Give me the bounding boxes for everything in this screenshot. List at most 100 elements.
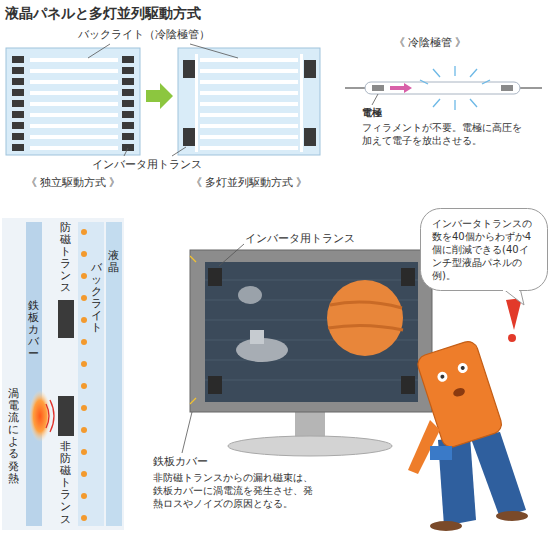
- cross-section: [81, 273, 87, 279]
- cross-section: [46, 404, 49, 428]
- mascot-character: [430, 446, 452, 460]
- parallel-panel: [183, 128, 195, 146]
- green-arrow: [146, 83, 173, 109]
- parallel-panel: [200, 102, 298, 106]
- mascot-character: [496, 511, 528, 521]
- cold-cathode-tube: [454, 100, 455, 110]
- cold-cathode-tube: [482, 80, 490, 84]
- independent-panel: [6, 48, 140, 155]
- leader-lines: [88, 44, 110, 58]
- cold-cathode-tube: [420, 66, 490, 110]
- parallel-panel: [195, 54, 198, 152]
- independent-panel: [6, 48, 140, 155]
- bubble-tail: [503, 289, 519, 291]
- mascot-character: [452, 387, 466, 398]
- parallel-panel: [200, 80, 298, 84]
- cold-cathode-tube: [420, 80, 428, 84]
- independent-panel: [30, 58, 118, 62]
- leader-lines: [219, 244, 244, 266]
- cross-section: [46, 400, 54, 432]
- mascot-character: [430, 521, 462, 531]
- cross-section: [81, 383, 87, 389]
- parallel-panel: [200, 91, 298, 95]
- leader-lines: [172, 147, 186, 156]
- parallel-panel: [200, 146, 298, 150]
- independent-panel: [12, 56, 24, 152]
- mascot-character: [456, 362, 469, 375]
- speech-bubble: インバータトランスの数を40個からわずか4個に削減できる(40インチ型液晶パネル…: [420, 208, 548, 291]
- lcd-tv: [205, 280, 418, 380]
- cross-section: [81, 515, 87, 521]
- parallel-panel: [178, 48, 320, 155]
- cross-section: [81, 427, 87, 433]
- cross-section: [106, 222, 122, 526]
- cross-section: [29, 390, 51, 442]
- cold-cathode-tube: [345, 87, 366, 88]
- bubble-outline: [421, 209, 548, 291]
- part-label: バックライト: [91, 262, 102, 335]
- cold-cathode-tube: [501, 85, 513, 91]
- lcd-tv: [190, 250, 440, 456]
- lcd-tv: [250, 330, 264, 344]
- cross-section: [81, 449, 87, 455]
- part-label: 電極: [362, 106, 382, 119]
- part-label: 鉄板カバー: [153, 455, 208, 469]
- independent-panel: [30, 113, 118, 117]
- lcd-tv: [205, 262, 418, 402]
- mascot-character: [436, 370, 449, 383]
- cross-section: [81, 405, 87, 411]
- lcd-tv: [228, 436, 392, 456]
- parallel-panel: [200, 69, 298, 73]
- note: 渦電流による発熱: [8, 388, 19, 485]
- lcd-tv: [208, 376, 222, 394]
- section-label: 《 多灯並列駆動方式 》: [178, 176, 320, 190]
- exclamation-mark: [508, 334, 516, 342]
- parallel-panel: [300, 54, 303, 152]
- part-label: インバータ用トランス: [92, 158, 202, 172]
- cross-section: [2, 218, 124, 530]
- part-label: バックライト（冷陰極管）: [78, 28, 210, 42]
- independent-panel: [30, 135, 118, 139]
- independent-panel: [30, 102, 118, 106]
- cross-section: [81, 361, 87, 367]
- cross-section: [50, 400, 54, 432]
- exclamation-mark: [506, 298, 522, 342]
- cold-cathode-tube: [470, 69, 477, 77]
- part-label: 非防磁トランス: [60, 441, 71, 526]
- mascot-character: [460, 365, 465, 370]
- cross-section: [58, 396, 74, 436]
- cold-cathode-tube: [372, 94, 378, 105]
- lcd-tv: [208, 268, 222, 286]
- parallel-panel: [178, 48, 320, 155]
- lcd-tv: [238, 286, 262, 304]
- cross-section: [2, 218, 124, 530]
- lcd-tv: [327, 280, 403, 356]
- cold-cathode-tube: [519, 87, 542, 88]
- leader-lines: [190, 44, 238, 58]
- part-label: 鉄板カバー: [28, 300, 39, 360]
- lcd-tv: [328, 325, 403, 330]
- cold-cathode-tube: [345, 66, 542, 110]
- cross-section: [81, 471, 87, 477]
- cold-cathode-tube: [433, 69, 440, 77]
- cold-cathode-tube: [454, 66, 455, 76]
- lcd-tv: [205, 380, 418, 381]
- parallel-panel: [200, 135, 298, 139]
- note: 非防磁トランスからの漏れ磁束は、鉄板カバーに渦電流を発生させ、発熱ロスやノイズの…: [153, 471, 316, 510]
- exclamation-mark: [506, 298, 522, 330]
- cross-section: [81, 317, 87, 323]
- note: フィラメントが不要。電極に高圧を加えて電子を放出させる。: [362, 121, 525, 147]
- cross-section: [81, 493, 87, 499]
- lcd-tv: [205, 360, 418, 361]
- cross-section: [58, 300, 74, 338]
- independent-panel: [30, 146, 118, 150]
- parallel-panel: [200, 58, 298, 62]
- cold-cathode-tube: [372, 85, 384, 91]
- part-label: インバータ用トランス: [245, 232, 355, 246]
- cross-section: [78, 222, 104, 526]
- section-label: 《 独立駆動方式 》: [6, 176, 140, 190]
- cold-cathode-tube: [365, 82, 520, 94]
- cold-cathode-tube: [433, 99, 440, 107]
- lcd-tv: [190, 250, 432, 412]
- mascot-character: [470, 432, 526, 518]
